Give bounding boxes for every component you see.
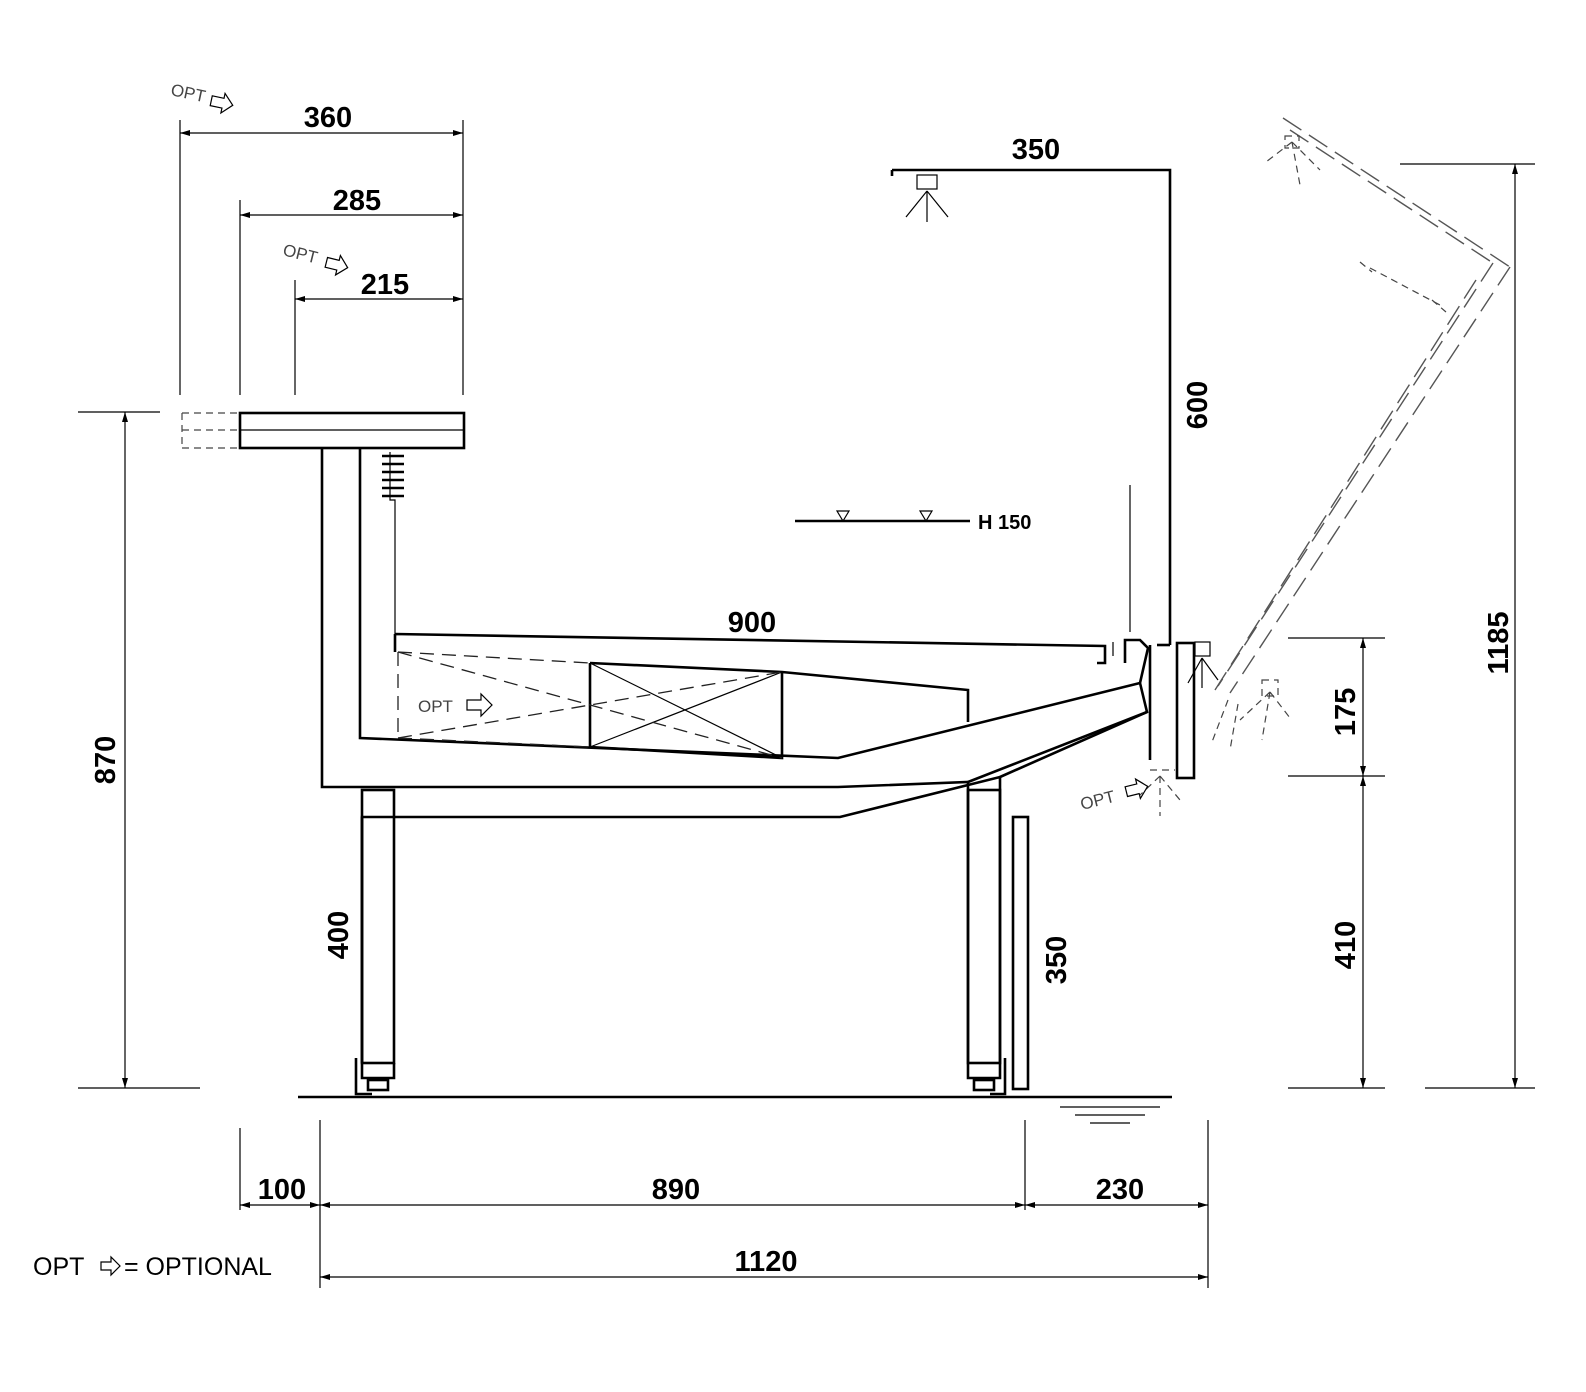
dim-leg-400: 400 [323, 911, 355, 959]
dim-175: 175 [1330, 688, 1362, 736]
opt-label-shelf: OPT [418, 697, 453, 716]
dim-panel-350: 350 [1041, 936, 1073, 984]
opt-label-mid: OPT [281, 240, 320, 267]
legend-text: = OPTIONAL [124, 1253, 272, 1281]
level-label: H 150 [978, 512, 1031, 534]
dim-1185: 1185 [1483, 612, 1515, 675]
opt-label-front: OPT [1078, 787, 1117, 814]
legend-opt: OPT [33, 1253, 84, 1281]
dim-890: 890 [652, 1174, 700, 1206]
dim-410: 410 [1330, 921, 1362, 969]
dim-canopy-600: 600 [1182, 381, 1214, 429]
dim-230: 230 [1096, 1174, 1144, 1206]
cabinet-structure [181, 168, 1219, 1124]
opt-label-top: OPT [169, 80, 207, 106]
dim-215: 215 [361, 269, 409, 301]
dimension-lines [78, 120, 1535, 1288]
dim-1120: 1120 [735, 1246, 798, 1278]
optional-canopy-ghost [1211, 117, 1511, 751]
dim-canopy-350: 350 [1012, 134, 1060, 166]
dim-shelf-900: 900 [728, 607, 776, 639]
dim-360: 360 [304, 102, 352, 134]
opt-arrow-icons [100, 91, 1149, 1277]
dim-870: 870 [90, 736, 122, 784]
dim-285: 285 [333, 185, 381, 217]
dim-100: 100 [258, 1174, 306, 1206]
